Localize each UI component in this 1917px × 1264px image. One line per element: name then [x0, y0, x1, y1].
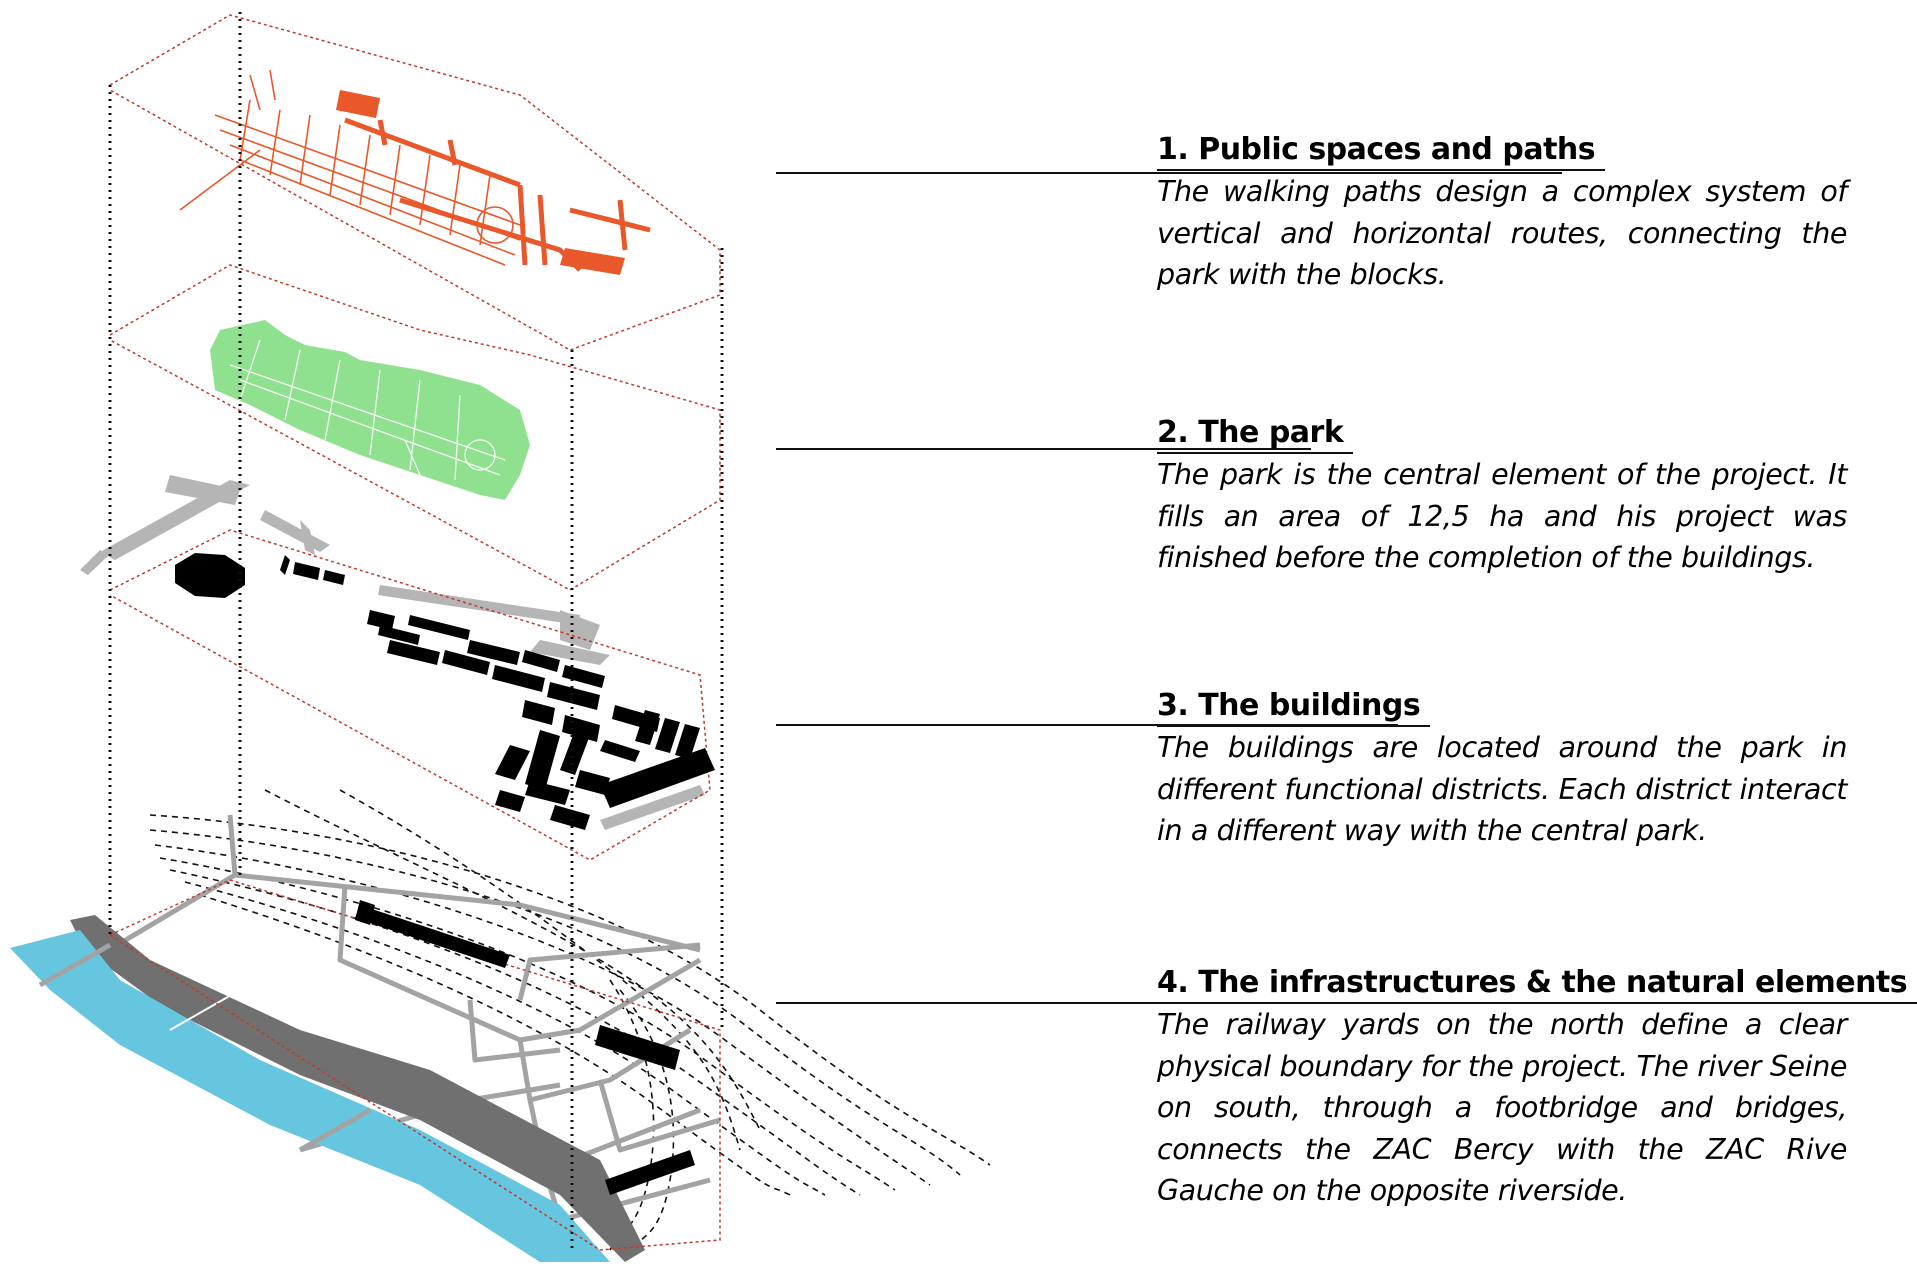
layer-text-1: The walking paths design a complex syste…: [1157, 175, 1847, 291]
park-paths: [229, 339, 506, 481]
layer-park: [109, 264, 721, 591]
paths-plane: [109, 14, 721, 351]
site-outline: [108, 879, 721, 1251]
layer-description-4: 4. The infrastructures & the natural ele…: [1157, 964, 1917, 1212]
layer-description-1: 1. Public spaces and paths The walking p…: [1157, 131, 1847, 296]
layer-title-3: 3. The buildings: [1157, 687, 1431, 727]
context-grey: [80, 475, 705, 830]
layer-title-1: 1. Public spaces and paths: [1157, 131, 1606, 171]
layer-description-3: 3. The buildings The buildings are locat…: [1157, 687, 1847, 852]
leader-line-3: [776, 724, 1398, 726]
layer-buildings: [80, 475, 715, 861]
exploded-axonometric-diagram: [10, 12, 991, 1262]
buildings: [175, 553, 715, 830]
railway-tracks: [149, 789, 991, 1256]
ground-buildings: [355, 900, 695, 1195]
layer-title-2: 2. The park: [1157, 414, 1354, 454]
public-spaces: [336, 90, 625, 275]
layer-text-2: The park is the central element of the p…: [1157, 458, 1847, 574]
layer-title-4: 4. The infrastructures & the natural ele…: [1157, 964, 1917, 1004]
exploded-frame: [108, 12, 724, 1248]
leader-line-1: [776, 172, 1562, 174]
layer-description-2: 2. The park The park is the central elem…: [1157, 414, 1847, 579]
layer-text-4: The railway yards on the north define a …: [1157, 1008, 1847, 1207]
layer-infrastructure: [10, 789, 991, 1262]
layer-text-3: The buildings are located around the par…: [1157, 731, 1847, 847]
river-seine: [10, 930, 610, 1262]
paths-major: [344, 117, 651, 272]
leader-line-2: [776, 448, 1311, 450]
bridges: [38, 942, 372, 1153]
layer-paths: [109, 14, 721, 351]
footbridge: [169, 989, 241, 1031]
park-area: [210, 320, 530, 500]
